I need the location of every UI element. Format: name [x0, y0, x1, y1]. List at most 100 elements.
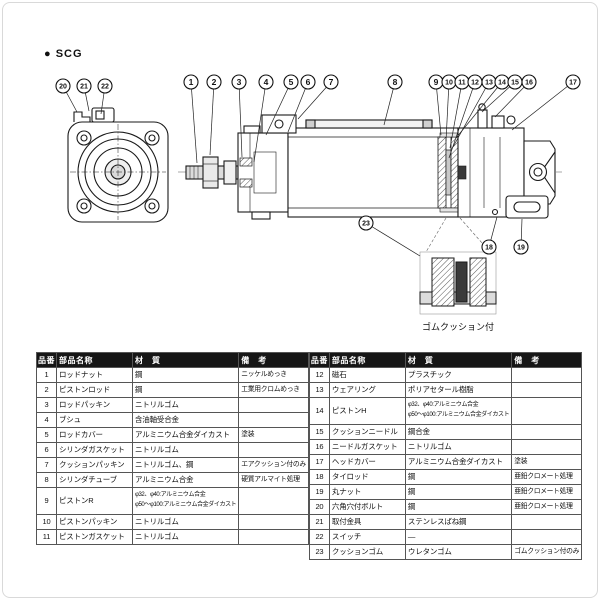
part-number-cell: 16: [308, 439, 330, 455]
switch-rail: [305, 119, 433, 129]
callout-number-21: 21: [80, 84, 88, 91]
callout-circle-18: [481, 239, 497, 255]
part-name-cell: ピストンH: [328, 397, 406, 425]
material-cell: ウレタンゴム: [404, 544, 513, 560]
callout-circle-1: [183, 74, 199, 90]
callout-leader-7: [297, 81, 332, 120]
callout-circle-22: [97, 78, 113, 94]
part-name-cell: タイロッド: [328, 469, 406, 485]
callout-leader-12: [448, 81, 476, 159]
callout-number-9: 9: [434, 77, 439, 87]
part-name-cell: ピストンR: [56, 487, 133, 515]
material-cell: 鋼: [131, 382, 240, 398]
series-label: ● SCG: [44, 48, 83, 60]
part-name-cell: ピストンパッキン: [56, 514, 133, 530]
callout-leader-4: [253, 81, 267, 163]
remarks-cell: 亜鉛クロメート処理: [511, 484, 583, 500]
part-name-cell: クッションパッキン: [56, 457, 133, 473]
callout-number-2: 2: [212, 77, 217, 87]
material-cell: ニトリルゴム: [131, 514, 240, 530]
callout-circle-6: [300, 74, 316, 90]
callout-circle-20: [55, 78, 71, 94]
material-cell: 含油軸受合金: [131, 412, 240, 428]
callout-leader-13: [452, 81, 490, 148]
callout-leader-5: [265, 81, 292, 136]
callout-circle-2: [206, 74, 222, 90]
part-number-cell: 19: [308, 484, 330, 500]
remarks-cell: [238, 397, 309, 413]
remarks-cell: 工業用クロムめっき: [238, 382, 309, 398]
side-section-view: [178, 103, 562, 220]
cushion-detail-view: [419, 251, 497, 315]
material-cell: ニトリルゴム: [404, 439, 513, 455]
callout-number-4: 4: [264, 77, 269, 87]
callout-leader-11: [449, 81, 463, 149]
header-part-name: 部品名称: [56, 352, 133, 368]
part-number-cell: 18: [308, 469, 330, 485]
remarks-cell: [511, 529, 583, 545]
material-cell: アルミニウム合金: [131, 472, 240, 488]
part-name-cell: 磁石: [328, 367, 406, 383]
part-name-cell: ピストンロッド: [56, 382, 133, 398]
callout-circle-23: [358, 215, 374, 231]
part-name-cell: スイッチ: [328, 529, 406, 545]
remarks-cell: 塗装: [238, 427, 309, 443]
rod-end-clevis: [523, 140, 556, 205]
remarks-cell: [511, 367, 583, 383]
remarks-cell: 亜鉛クロメート処理: [511, 469, 583, 485]
remarks-cell: ニッケルめっき: [238, 367, 309, 383]
part-number-cell: 17: [308, 454, 330, 470]
part-name-cell: ヘッドカバー: [328, 454, 406, 470]
material-line-1: φ32、φ40:アルミニウム合金: [407, 402, 479, 409]
part-name-cell: 六角穴付ボルト: [328, 499, 406, 515]
remarks-cell: [511, 424, 583, 440]
material-cell: 鋼: [404, 469, 513, 485]
material-cell: 鋼合金: [404, 424, 513, 440]
part-name-cell: 取付金具: [328, 514, 406, 530]
callout-leader-3: [238, 81, 243, 158]
mounting-bracket: [505, 195, 549, 219]
callout-circle-16: [521, 74, 537, 90]
callout-number-18: 18: [485, 245, 493, 252]
callout-number-3: 3: [237, 77, 242, 87]
material-cell: ニトリルゴム: [131, 529, 240, 545]
callout-circle-5: [283, 74, 299, 90]
part-name-cell: ロッドパッキン: [56, 397, 133, 413]
table-header-row: 品番 部品名称 材 質 備 考: [36, 352, 309, 368]
callout-number-14: 14: [498, 80, 506, 87]
remarks-cell: 亜鉛クロメート処理: [511, 499, 583, 515]
rod-nut: [202, 156, 219, 189]
material-cell: 鋼: [404, 499, 513, 515]
material-cell: ―: [404, 529, 513, 545]
callout-circle-3: [231, 74, 247, 90]
remarks-cell: ゴムクッション付のみ: [511, 544, 583, 560]
part-name-cell: ロッドカバー: [56, 427, 133, 443]
material-cell: 鋼: [404, 484, 513, 500]
callout-number-1: 1: [189, 77, 194, 87]
material-cell: アルミニウム合金ダイカスト: [131, 427, 240, 443]
material-cell: ステンレスばね鋼: [404, 514, 513, 530]
remarks-cell: [511, 514, 583, 530]
remarks-cell: [238, 412, 309, 428]
material-cell: ニトリルゴム: [131, 397, 240, 413]
header-remarks: 備 考: [511, 352, 583, 368]
header-part-name: 部品名称: [328, 352, 406, 368]
callout-leader-10: [445, 81, 450, 142]
part-number-cell: 20: [308, 499, 330, 515]
callout-number-11: 11: [458, 80, 466, 87]
